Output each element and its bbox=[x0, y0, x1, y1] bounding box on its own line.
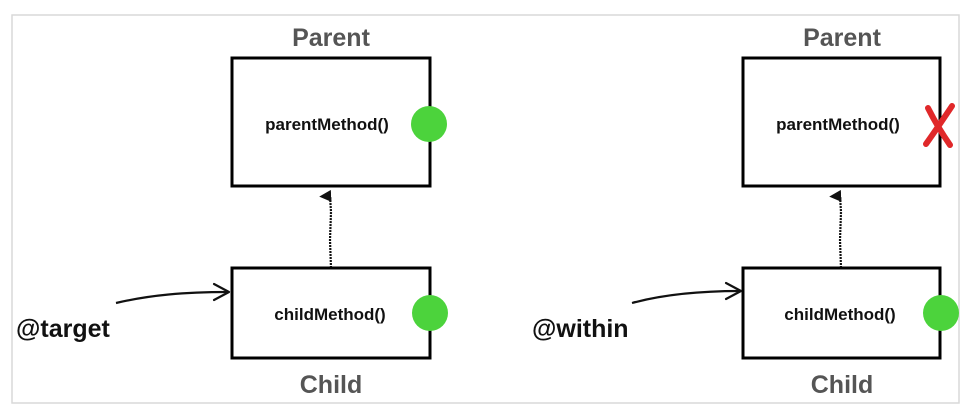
left-parent-method: parentMethod() bbox=[265, 115, 389, 134]
right-inheritance-arrow bbox=[829, 189, 843, 269]
right-child-method: childMethod() bbox=[784, 305, 895, 324]
diagram-frame bbox=[11, 14, 960, 404]
right-child-match-dot bbox=[923, 295, 959, 331]
right-annotation-pointer bbox=[631, 289, 741, 305]
left-child-box bbox=[230, 266, 432, 360]
right-parent-no-match-x-icon bbox=[923, 103, 955, 148]
left-parent-box bbox=[230, 56, 432, 188]
right-child-box bbox=[741, 266, 942, 360]
right-child-title: Child bbox=[811, 371, 874, 399]
right-parent-method: parentMethod() bbox=[776, 115, 900, 134]
right-annotation-arrowhead bbox=[724, 281, 743, 301]
left-annotation-label: @target bbox=[16, 315, 111, 343]
left-parent-match-dot bbox=[411, 106, 447, 142]
left-child-title: Child bbox=[300, 371, 363, 399]
left-parent-title: Parent bbox=[292, 24, 370, 52]
left-child-method: childMethod() bbox=[274, 305, 385, 324]
right-annotation-label: @within bbox=[532, 315, 629, 343]
right-parent-title: Parent bbox=[803, 24, 881, 52]
left-annotation-pointer bbox=[115, 290, 229, 305]
right-parent-box bbox=[741, 56, 942, 188]
left-inheritance-arrow bbox=[319, 189, 333, 269]
left-child-match-dot bbox=[412, 295, 448, 331]
left-annotation-arrowhead bbox=[212, 282, 231, 302]
